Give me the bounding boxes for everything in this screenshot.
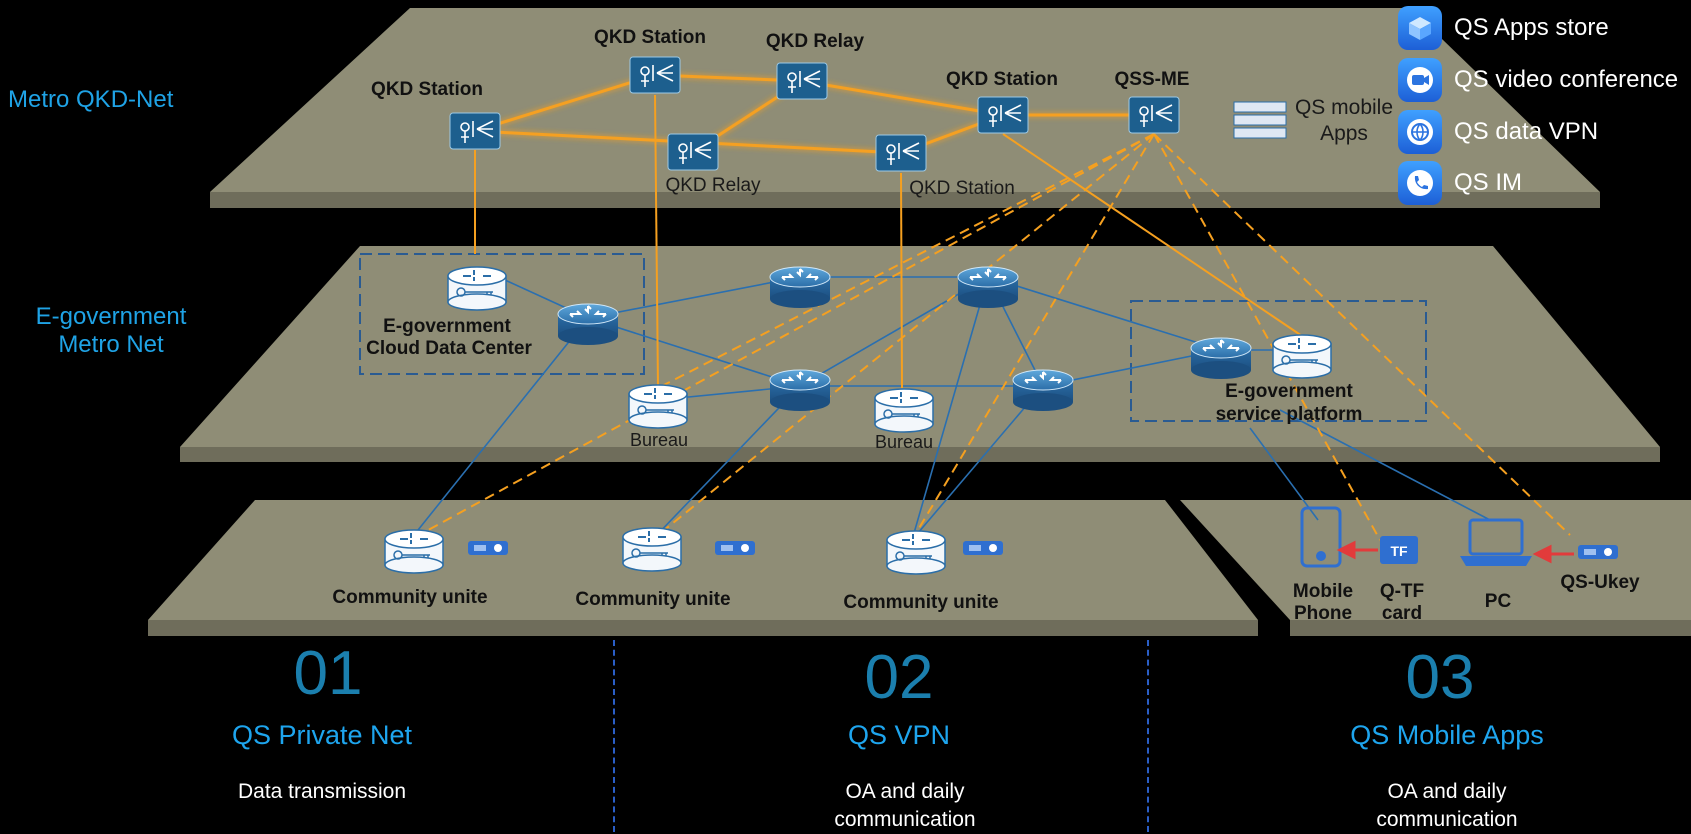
label-community-1: Community unite	[332, 587, 487, 608]
cloud-data-center-box	[359, 253, 645, 375]
label-qkd-station-top: QKD Station	[594, 27, 706, 48]
column-2-desc: OA and daily communication	[705, 778, 1105, 834]
label-cloud-2: Cloud Data Center	[366, 338, 532, 359]
app-label-vpn: QS data VPN	[1454, 118, 1599, 145]
community-router-1-icon	[384, 529, 444, 574]
app-item-store[interactable]: QS Apps store	[1398, 6, 1609, 50]
divider-2	[1147, 640, 1149, 832]
video-camera-icon	[1398, 58, 1442, 102]
label-bureau-left: Bureau	[630, 430, 688, 450]
layer-title-metro-qkd-text: Metro QKD-Net	[8, 86, 174, 113]
app-item-video[interactable]: QS video conference	[1398, 58, 1678, 102]
platform-router-icon	[1190, 337, 1252, 380]
qs-ukey-icon	[1578, 545, 1618, 559]
divider-1	[613, 640, 615, 832]
label-platform-2: service platform	[1216, 404, 1363, 425]
column-3-number: 03	[1405, 643, 1475, 712]
column-1-title: QS Private Net	[231, 720, 413, 750]
label-community-2: Community unite	[575, 589, 730, 610]
layer-title-egov-line1: E-government	[35, 303, 187, 330]
qkd-station-right-icon	[977, 96, 1029, 134]
bureau-right-router-icon	[874, 388, 934, 433]
column-1-desc: Data transmission	[122, 778, 522, 806]
qkd-station-top-icon	[629, 56, 681, 94]
label-qkd-relay-bottom: QKD Relay	[665, 175, 761, 196]
tf-card-icon: TF	[1380, 536, 1418, 564]
qss-dashed-links	[409, 133, 1571, 541]
service-platform-box	[1130, 300, 1427, 422]
label-qss-me: QSS-ME	[1115, 69, 1190, 90]
column-3-desc-line2: communication	[1376, 808, 1518, 831]
app-label-im: QS IM	[1454, 169, 1523, 196]
column-3-title: QS Mobile Apps	[1350, 720, 1544, 750]
layer-title-egov: E-government Metro Net	[26, 303, 196, 359]
egov-router-2-icon	[957, 266, 1019, 309]
qkd-relay-bottom-icon	[667, 133, 719, 171]
label-mobile-1: Mobile	[1293, 581, 1353, 602]
app-label-video: QS video conference	[1454, 66, 1679, 93]
column-3-desc-line1: OA and daily	[1387, 780, 1507, 803]
qkd-relay-top-icon	[776, 62, 828, 100]
community-ukey-2-icon	[715, 541, 755, 555]
box-icon	[1398, 6, 1442, 50]
layer-title-egov-line2: Metro Net	[58, 331, 164, 358]
column-2-number: 02	[864, 643, 934, 712]
label-qtf-2: card	[1382, 603, 1422, 624]
app-label-store: QS Apps store	[1454, 14, 1609, 41]
label-qkd-station-bottom: QKD Station	[909, 178, 1015, 199]
app-item-im[interactable]: QS IM	[1398, 161, 1522, 205]
label-community-3: Community unite	[843, 592, 998, 613]
tf-chip-label: TF	[1390, 543, 1408, 559]
column-2-desc-line1: OA and daily	[845, 780, 965, 803]
label-qkd-relay-top: QKD Relay	[766, 31, 865, 52]
label-qkd-station-left: QKD Station	[371, 79, 483, 100]
label-qs-mobile-apps-1: QS mobile	[1295, 96, 1393, 119]
pc-laptop-icon	[1460, 518, 1532, 566]
label-qtf-1: Q-TF	[1380, 581, 1424, 602]
platform-metro-qkd	[210, 8, 1600, 208]
platform-community	[148, 500, 1258, 636]
community-ukey-3-icon	[963, 541, 1003, 555]
column-2-title: QS VPN	[847, 720, 951, 750]
label-cloud-1: E-government	[383, 316, 511, 337]
arrow-ukey-to-pc-icon	[1532, 544, 1574, 564]
label-qs-mobile-apps-2: Apps	[1320, 122, 1368, 145]
community-ukey-1-icon	[468, 541, 508, 555]
qkd-station-left-icon	[449, 112, 501, 150]
label-qs-ukey: QS-Ukey	[1560, 572, 1640, 593]
globe-icon	[1398, 110, 1442, 154]
server-stack-icon	[1233, 101, 1287, 139]
egov-links	[409, 276, 1491, 541]
egov-router-4-icon	[1012, 369, 1074, 412]
column-1-number: 01	[293, 639, 363, 708]
qkd-drop-links	[474, 94, 1303, 389]
arrow-tf-to-phone-icon	[1336, 540, 1378, 560]
mobile-phone-icon	[1300, 506, 1342, 568]
layer-title-metro-qkd: Metro QKD-Net	[8, 86, 173, 114]
app-item-vpn[interactable]: QS data VPN	[1398, 110, 1598, 154]
phone-icon	[1398, 161, 1442, 205]
column-3-desc: OA and daily communication	[1247, 778, 1647, 834]
cloud-key-router-icon	[447, 266, 507, 311]
qkd-station-bottom-icon	[875, 134, 927, 172]
column-2-desc-line2: communication	[834, 808, 976, 831]
qss-me-icon	[1128, 96, 1180, 134]
egov-router-3-icon	[769, 369, 831, 412]
bureau-left-router-icon	[628, 384, 688, 429]
label-pc: PC	[1485, 591, 1512, 612]
label-platform-1: E-government	[1225, 381, 1353, 402]
community-router-3-icon	[886, 530, 946, 575]
platform-mobile	[1180, 500, 1691, 636]
column-1-desc-line1: Data transmission	[237, 780, 407, 803]
platform-egov	[180, 246, 1660, 462]
cloud-core-router-icon	[557, 303, 619, 346]
community-router-2-icon	[622, 527, 682, 572]
label-mobile-2: Phone	[1294, 603, 1352, 624]
egov-router-1-icon	[769, 266, 831, 309]
platform-key-router-icon	[1272, 334, 1332, 379]
label-bureau-right: Bureau	[875, 432, 933, 452]
label-qkd-station-right: QKD Station	[946, 69, 1058, 90]
